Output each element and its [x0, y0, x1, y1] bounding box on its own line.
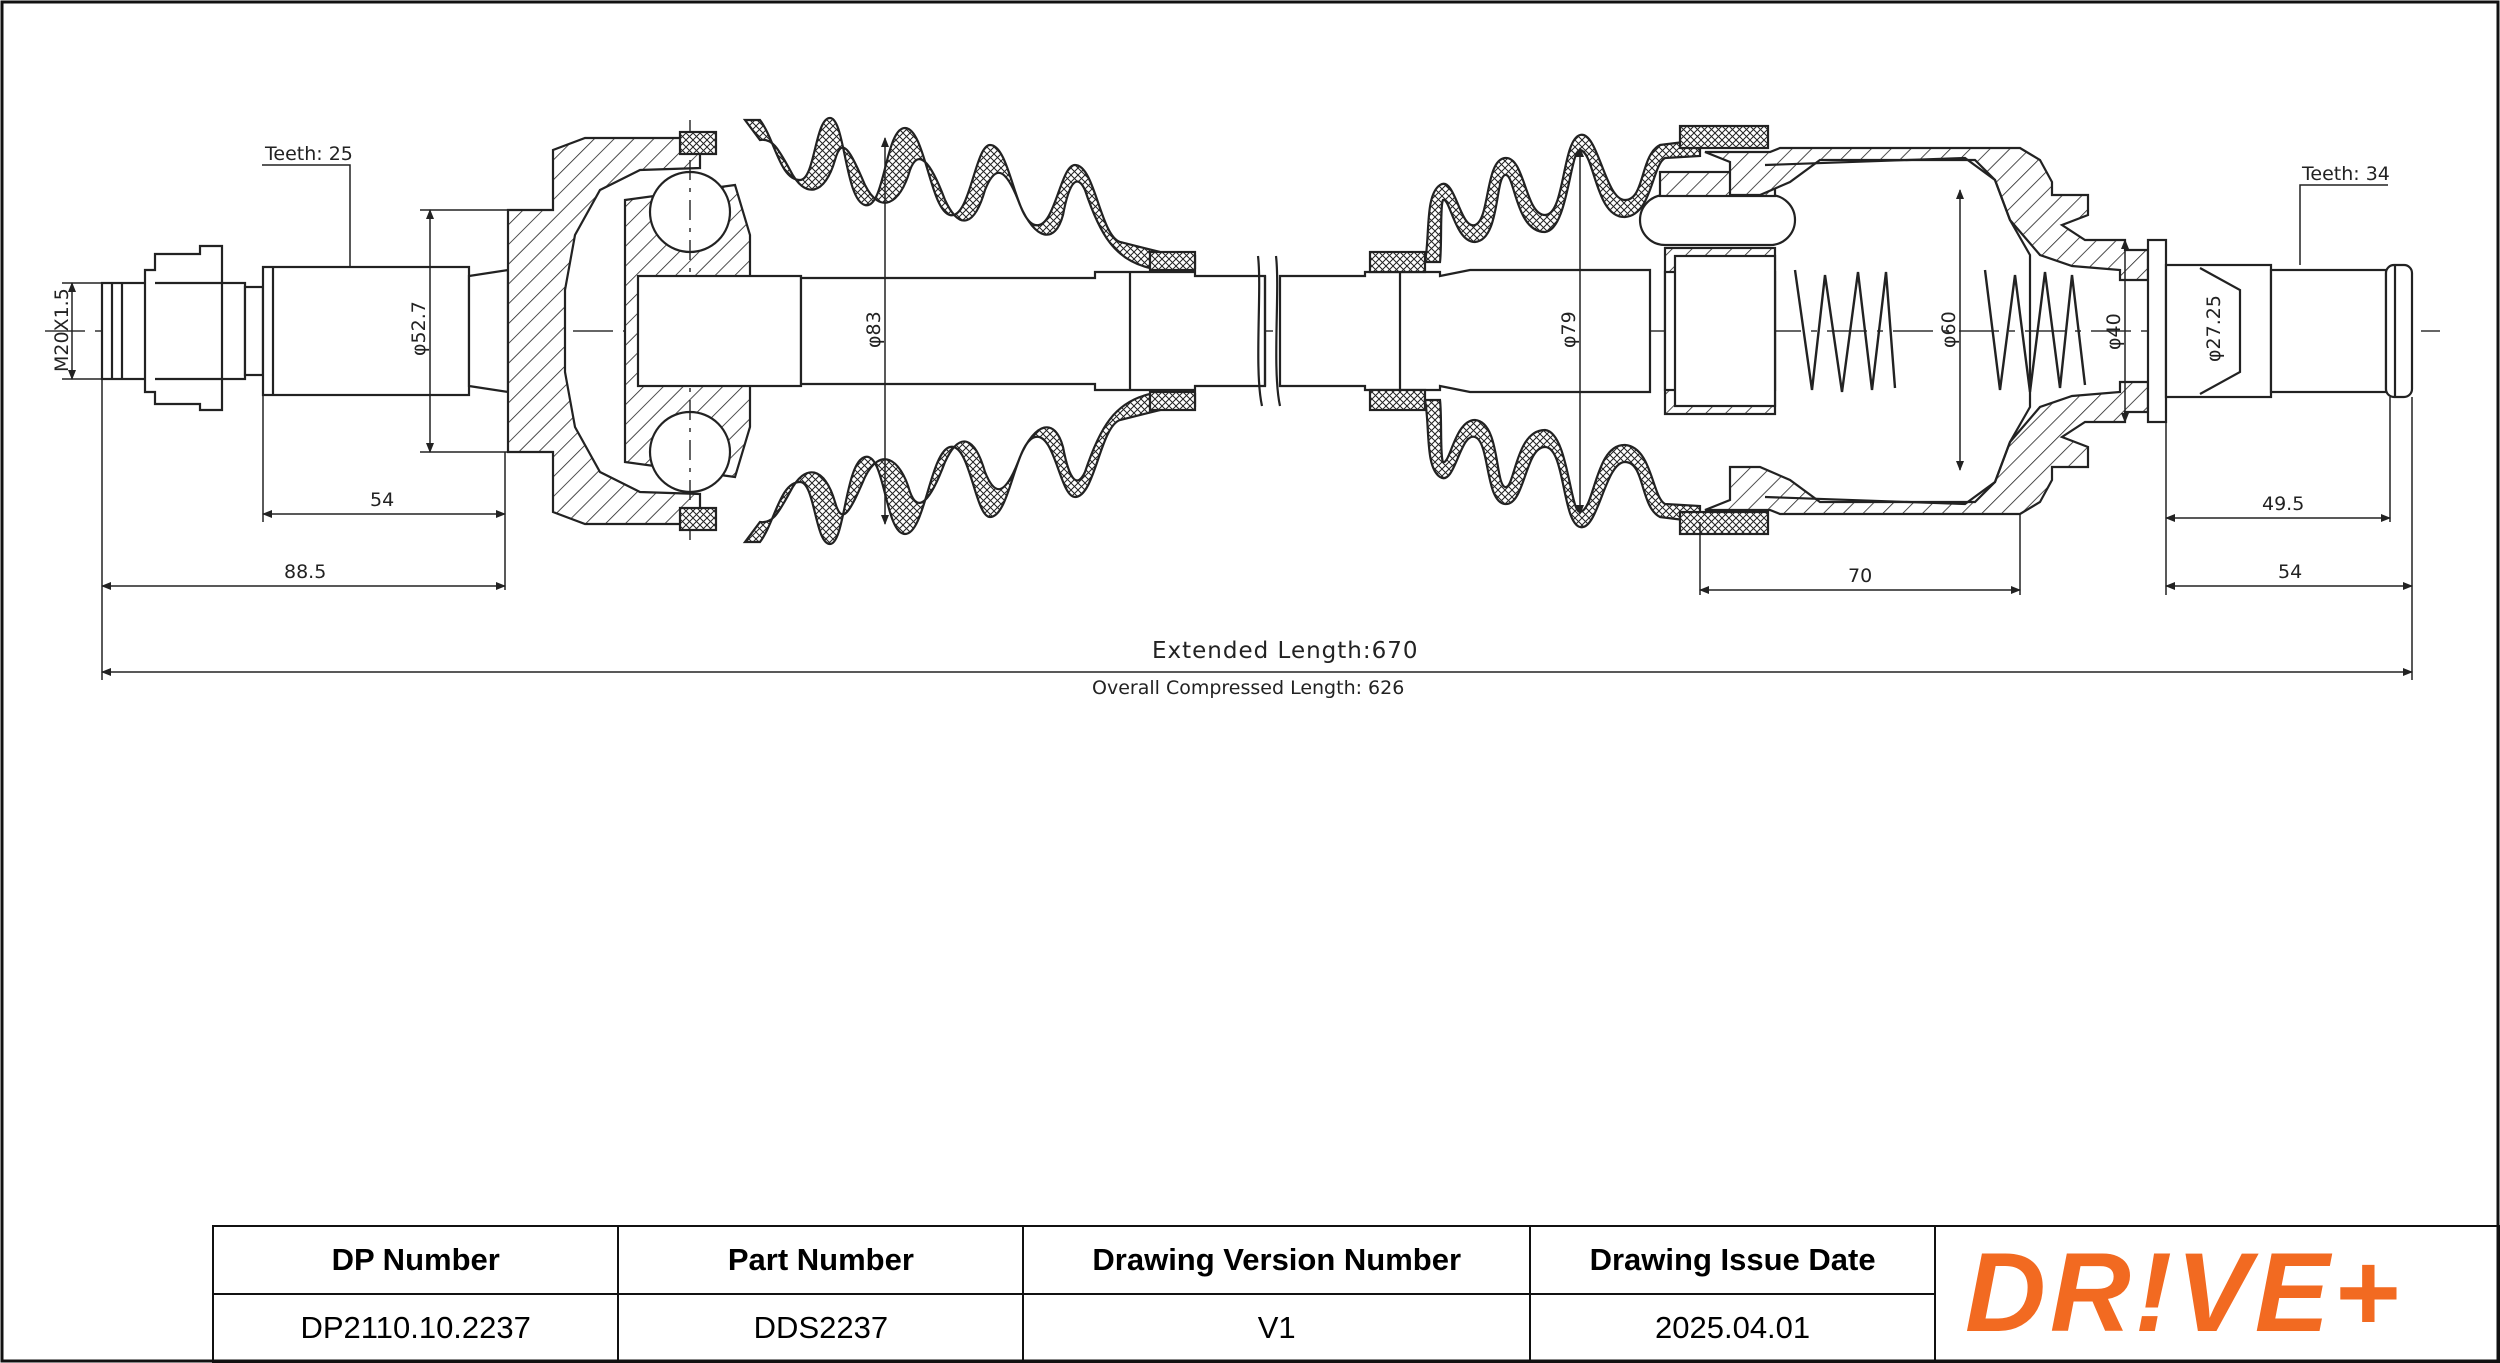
- dim-49-5-label: 49.5: [2262, 493, 2304, 515]
- dia-60-label: φ60: [1938, 311, 1960, 348]
- dia-83-label: φ83: [863, 311, 885, 348]
- inner-boot-bottom: [1423, 398, 1702, 529]
- dimensions: [62, 137, 2413, 680]
- value-dp-number: DP2110.10.2237: [211, 1293, 620, 1363]
- header-dp-number: DP Number: [211, 1225, 620, 1295]
- value-issue-date: 2025.04.01: [1529, 1293, 1937, 1363]
- outer-boot-top: [742, 116, 1197, 270]
- spring-right: [1983, 269, 2087, 393]
- header-part-number: Part Number: [617, 1225, 1025, 1295]
- extended-length-label: Extended Length:670: [1152, 638, 1419, 664]
- thread-label: M20X1.5: [51, 288, 73, 372]
- dim-54-left-label: 54: [370, 489, 394, 511]
- outer-cv-housing: [506, 136, 702, 526]
- main-shaft-right: [1278, 268, 1652, 394]
- dia-27-25-label: φ27.25: [2203, 295, 2225, 362]
- dia-79-label: φ79: [1558, 311, 1580, 348]
- hub-nut: [143, 244, 224, 412]
- title-block: DP Number Part Number Drawing Version Nu…: [211, 1225, 2500, 1363]
- drive-shaft: [100, 116, 2414, 546]
- drive-logo: DR!VE+: [1965, 1239, 2403, 1349]
- dim-88-5-label: 88.5: [284, 561, 326, 583]
- value-part-number: DDS2237: [617, 1293, 1025, 1363]
- logo-cell: DR!VE+: [1934, 1225, 2500, 1363]
- compressed-length-label: Overall Compressed Length: 626: [1092, 677, 1404, 699]
- dim-54-right-label: 54: [2278, 561, 2302, 583]
- outer-boot-bottom: [742, 392, 1197, 546]
- svg-text:DR!VE+: DR!VE+: [1965, 1239, 2403, 1349]
- teeth-left-label: Teeth: 25: [264, 143, 353, 165]
- left-spline: [261, 265, 471, 397]
- header-issue-date: Drawing Issue Date: [1529, 1225, 1937, 1295]
- header-drawing-version: Drawing Version Number: [1022, 1225, 1532, 1295]
- dia-40-label: φ40: [2103, 313, 2125, 350]
- value-drawing-version: V1: [1022, 1293, 1532, 1363]
- spring-left: [1793, 269, 1897, 393]
- dim-70-label: 70: [1848, 565, 1872, 587]
- teeth-right-label: Teeth: 34: [2301, 163, 2390, 185]
- dia-52-7-label: φ52.7: [408, 301, 430, 356]
- right-spline: [2164, 263, 2273, 399]
